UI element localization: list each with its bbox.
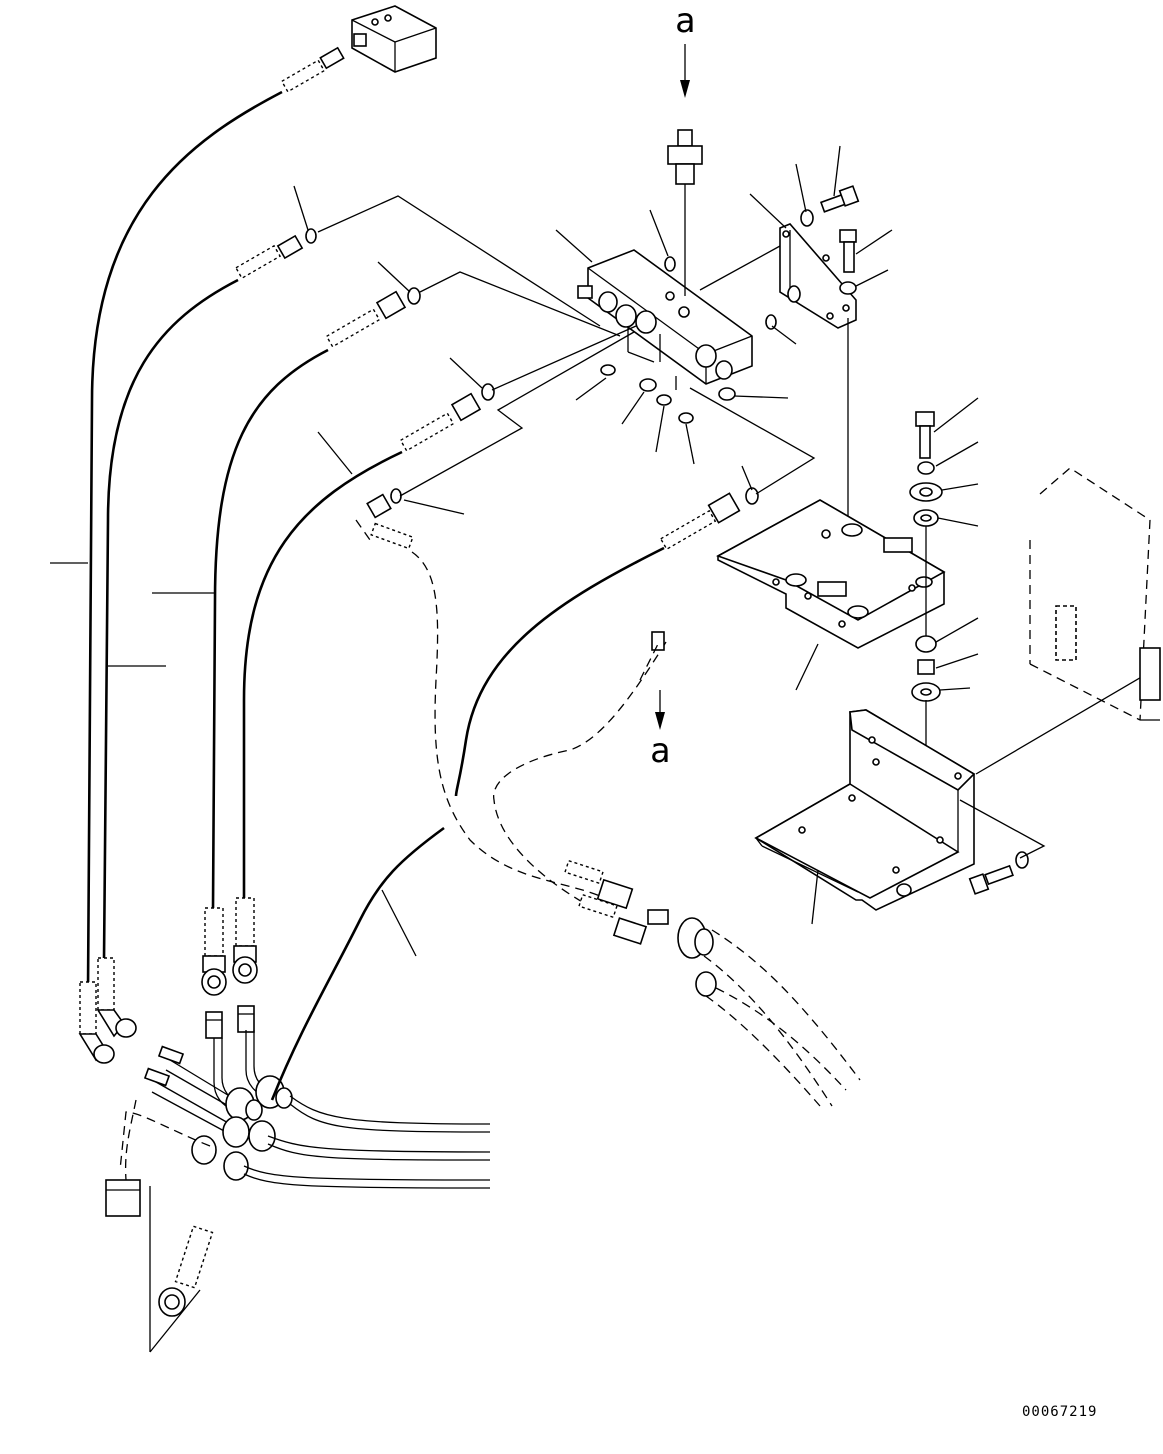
hose-right <box>270 492 741 1101</box>
relief-valve-block <box>351 5 437 73</box>
leader-31 <box>811 869 819 925</box>
machine-frame-outline <box>1029 467 1161 721</box>
bolt-washer-stack <box>909 411 943 840</box>
support-bracket-lower <box>754 709 976 911</box>
drawing-number: 00067219 <box>1022 1404 1097 1420</box>
assembly-guide-lines <box>317 195 816 497</box>
o-rings <box>305 228 777 505</box>
leader-lines <box>50 145 979 957</box>
solenoid-valve-manifold <box>577 249 753 385</box>
check-valve <box>667 129 703 296</box>
mounting-bracket-upper <box>779 223 857 630</box>
leader-6 <box>449 357 483 389</box>
leader-22 <box>855 269 889 287</box>
leader-29 <box>939 687 971 691</box>
view-marker-top-label: a <box>675 1 695 41</box>
leader-5 <box>377 261 411 293</box>
leader-17 <box>741 465 753 491</box>
view-arrowhead-bottom <box>655 712 665 730</box>
leader-19 <box>795 163 807 213</box>
leader-24 <box>935 441 979 467</box>
leader-7 <box>317 431 353 475</box>
leader-20 <box>833 145 841 197</box>
view-marker-bottom: a <box>650 690 670 771</box>
bolts-top-right <box>800 185 860 295</box>
leader-18 <box>749 193 787 229</box>
leader-16 <box>733 395 789 399</box>
leader-10 <box>649 209 669 257</box>
view-marker-top: a <box>675 1 695 98</box>
leader-30 <box>795 643 819 691</box>
view-marker-bottom-label: a <box>650 731 670 771</box>
leader-4 <box>293 185 309 231</box>
leader-14 <box>655 405 665 453</box>
view-arrowhead-top <box>680 80 690 98</box>
control-plate <box>716 499 946 649</box>
leader-15 <box>685 423 695 465</box>
leader-12 <box>575 377 607 401</box>
leader-26 <box>937 517 979 527</box>
leader-25 <box>941 483 979 491</box>
leader-9 <box>555 229 593 263</box>
leader-8 <box>403 499 465 515</box>
bolt-bottom-right <box>959 671 1151 895</box>
leader-23 <box>933 397 979 433</box>
dashed-hose-lines <box>355 493 861 1107</box>
leader-32 <box>381 889 417 957</box>
pipe-clamp-assembly <box>105 1030 491 1217</box>
leader-21 <box>855 229 893 255</box>
hose-assembly-left <box>86 46 482 991</box>
leader-27 <box>935 617 979 643</box>
leader-13 <box>621 391 645 425</box>
hose-bottom-left <box>149 1186 214 1353</box>
leader-28 <box>935 653 979 669</box>
hose-end-fittings <box>78 897 258 1087</box>
leader-11 <box>771 325 797 345</box>
